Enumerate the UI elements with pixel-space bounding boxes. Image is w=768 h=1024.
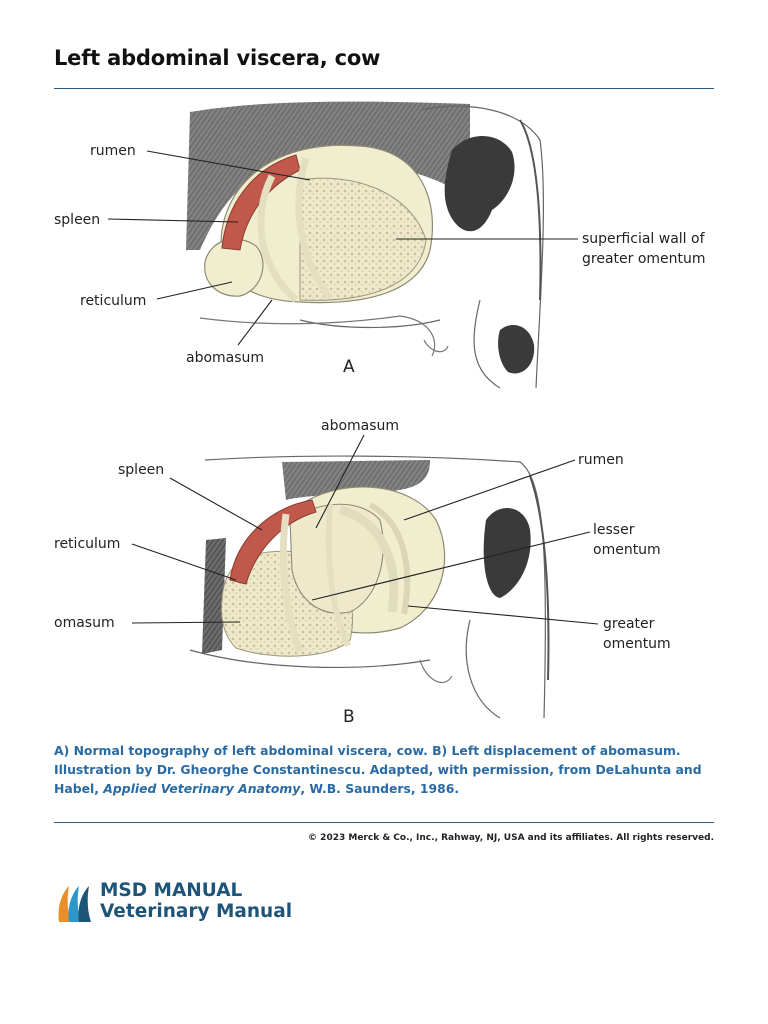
label-b-greater-line2: omentum xyxy=(603,636,671,652)
page-title: Left abdominal viscera, cow xyxy=(54,46,381,70)
panel-b-letter: B xyxy=(343,707,355,727)
panel-b-coat-patch-2 xyxy=(202,538,226,654)
panel-a-back-hide xyxy=(186,101,470,250)
caption-tail: , W.B. Saunders, 1986. xyxy=(300,781,460,796)
panel-b-omental-band-2 xyxy=(325,503,351,648)
panel-a-belly-line xyxy=(199,315,436,357)
panel-a-flank-outline xyxy=(299,105,545,389)
panel-b-leaders xyxy=(131,434,599,625)
panel-a-illustration xyxy=(186,101,545,389)
label-b-rumen: rumen xyxy=(578,452,624,468)
leader-b-greater xyxy=(407,605,599,625)
panel-a-greater-omentum xyxy=(299,177,427,301)
panel-b-body-outline xyxy=(189,455,547,719)
caption-italic: Applied Veterinary Anatomy xyxy=(103,781,301,796)
title-divider xyxy=(54,88,714,89)
panel-a-tail xyxy=(519,119,542,301)
panel-b-greater-omentum xyxy=(368,502,411,615)
label-b-greater-line1: greater xyxy=(603,616,655,632)
leader-a-abomasum xyxy=(237,299,273,346)
panel-b-omental-band-1 xyxy=(279,513,304,654)
anatomy-figure: rumen spleen reticulum abomasum superfic… xyxy=(54,101,706,727)
label-a-abomasum: abomasum xyxy=(186,350,264,366)
caption-text: A) Normal topography of left abdominal v… xyxy=(54,743,702,796)
panel-b-spleen xyxy=(229,499,317,585)
label-a-omentum-line1: superficial wall of xyxy=(582,231,706,247)
panel-b-tail xyxy=(529,475,550,681)
figure-caption: A) Normal topography of left abdominal v… xyxy=(54,741,720,798)
brand-wordmark: MSD MANUAL Veterinary Manual xyxy=(100,880,292,922)
panel-b-coat-patch xyxy=(483,507,531,598)
leader-b-spleen xyxy=(169,477,263,531)
leader-a-rumen xyxy=(146,150,311,181)
msd-logo-icon xyxy=(58,886,91,922)
leader-b-reticulum xyxy=(131,543,237,581)
label-a-spleen: spleen xyxy=(54,212,100,228)
copyright-notice: © 2023 Merck & Co., Inc., Rahway, NJ, US… xyxy=(308,833,714,843)
panel-a-omental-band-2 xyxy=(295,156,333,301)
panel-a-coat-patch xyxy=(444,135,515,232)
panel-a-omental-band-1 xyxy=(257,174,299,303)
panel-a-leaders xyxy=(107,150,578,346)
leader-b-abomasum xyxy=(315,434,365,529)
panel-a-spleen xyxy=(221,154,301,251)
panel-b-abomasum xyxy=(289,503,384,614)
leader-b-rumen xyxy=(403,459,576,521)
panel-a-coat-patch-2 xyxy=(498,325,535,374)
label-a-rumen: rumen xyxy=(90,143,136,159)
brand-line-2: Veterinary Manual xyxy=(100,901,293,922)
leader-b-lesser xyxy=(311,531,591,601)
label-b-lesser-line2: omentum xyxy=(593,542,661,558)
footer-divider xyxy=(54,822,714,823)
label-b-abomasum: abomasum xyxy=(321,418,399,434)
leader-a-spleen xyxy=(107,218,239,223)
label-b-lesser-line1: lesser xyxy=(593,522,635,538)
leader-a-reticulum xyxy=(156,281,233,300)
label-b-spleen: spleen xyxy=(118,462,164,478)
panel-b-udder xyxy=(419,659,453,683)
panel-a-letter: A xyxy=(343,357,355,377)
label-a-omentum-line2: greater omentum xyxy=(582,251,706,267)
brand-line-1: MSD MANUAL xyxy=(100,880,243,901)
leader-b-omasum xyxy=(131,621,241,624)
brand-logo[interactable]: MSD MANUAL Veterinary Manual xyxy=(55,880,295,926)
label-a-reticulum: reticulum xyxy=(80,293,146,309)
panel-b-back-hide xyxy=(282,460,430,500)
panel-a-udder xyxy=(423,339,449,353)
panel-b-illustration xyxy=(189,455,550,719)
panel-b-lesser-omentum xyxy=(338,505,399,613)
label-b-omasum: omasum xyxy=(54,615,115,631)
label-b-reticulum: reticulum xyxy=(54,536,120,552)
